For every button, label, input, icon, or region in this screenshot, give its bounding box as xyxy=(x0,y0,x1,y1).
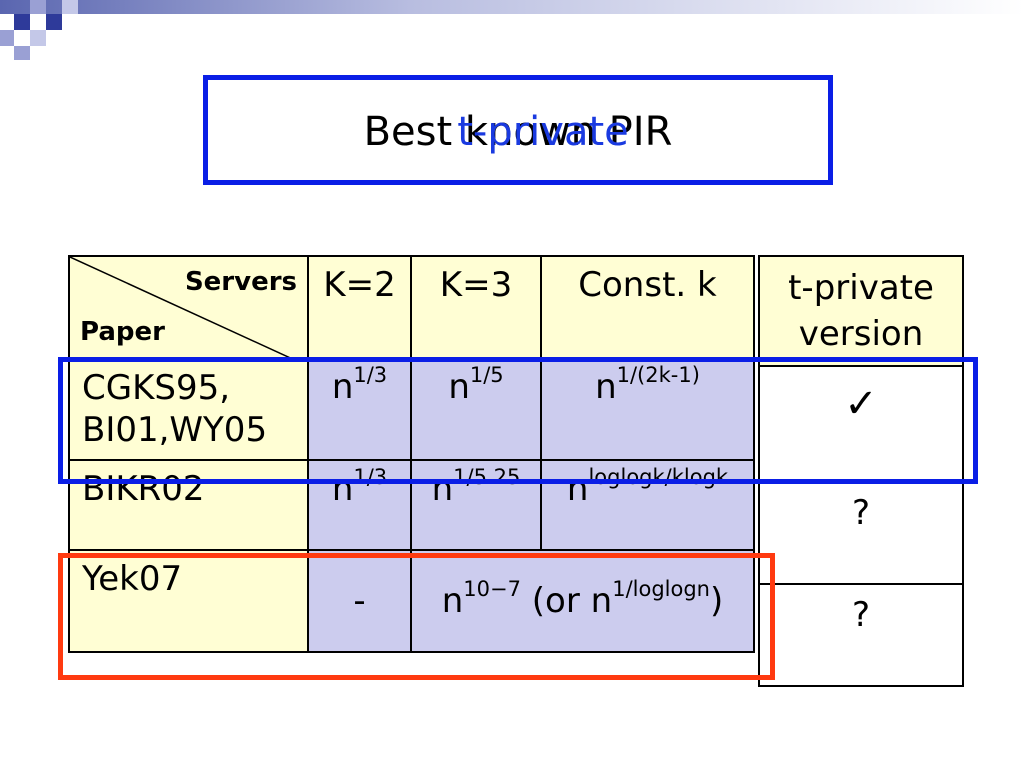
slide-title-overlay: t-private xyxy=(457,109,629,155)
value-base: n xyxy=(331,469,354,509)
table-row: ? xyxy=(758,481,964,585)
const-k-cell: n1/(2k-1) xyxy=(540,357,755,461)
value-exponent: 1/5 xyxy=(469,362,504,387)
const-k-cell: nloglogk/klogk xyxy=(540,459,755,551)
diagonal-header-cell: Servers Paper xyxy=(68,255,309,359)
header-k3: K=3 xyxy=(410,255,542,359)
value-base: n xyxy=(441,581,464,621)
value-exponent: 10−7 xyxy=(463,576,521,601)
table-row: CGKS95, BI01,WY05 n1/3 n1/5 n1/(2k-1) xyxy=(68,357,755,461)
value-exponent: loglogk/klogk xyxy=(588,464,729,489)
diagonal-line xyxy=(70,257,295,359)
merged-k3-constk-cell: n10−7 (or n1/loglogn) xyxy=(410,549,755,653)
deco-square xyxy=(30,0,46,14)
header-const-k: Const. k xyxy=(540,255,755,359)
table-row: BIKR02 n1/3 n1/5.25 nloglogk/klogk xyxy=(68,459,755,551)
k3-cell: n1/5.25 xyxy=(410,459,542,551)
paper-cell: BIKR02 xyxy=(68,459,309,551)
header-k2: K=2 xyxy=(307,255,412,359)
k2-cell: n1/3 xyxy=(307,357,412,461)
paper-cell: Yek07 xyxy=(68,549,309,653)
table-row: ? xyxy=(758,583,964,687)
deco-square xyxy=(0,30,14,46)
paper-label: Paper xyxy=(80,317,165,347)
deco-square xyxy=(62,0,78,14)
table-header-row: t-private version xyxy=(758,255,964,367)
value-close-paren: ) xyxy=(709,581,724,621)
value-exponent: 1/loglogn xyxy=(612,576,710,601)
slide-title: Best known PIR xyxy=(363,109,673,155)
deco-square xyxy=(14,14,30,30)
servers-label: Servers xyxy=(184,267,297,297)
title-frame: Best known PIR t-private xyxy=(203,75,833,185)
value-exponent: 1/3 xyxy=(353,464,388,489)
table-row: ✓ xyxy=(758,365,964,483)
value-exponent: 1/5.25 xyxy=(453,464,521,489)
table-row: Yek07 - n10−7 (or n1/loglogn) xyxy=(68,549,755,653)
top-gradient-bar xyxy=(0,0,1024,14)
value-exponent: 1/3 xyxy=(353,362,388,387)
value-alt-text: (or n xyxy=(520,581,613,621)
value-base: n xyxy=(431,469,454,509)
header-t-private: t-private version xyxy=(758,255,964,367)
k2-cell: - xyxy=(307,549,412,653)
k2-cell: n1/3 xyxy=(307,459,412,551)
value-base: n xyxy=(566,469,589,509)
t-private-table: t-private version ✓ ? ? xyxy=(758,255,964,687)
t-private-check-cell: ✓ xyxy=(758,365,964,483)
pir-comparison-table: Servers Paper K=2 K=3 Const. k CGKS95, B… xyxy=(68,255,755,653)
value-base: n xyxy=(448,367,470,407)
k3-cell: n1/5 xyxy=(410,357,542,461)
paper-cell: CGKS95, BI01,WY05 xyxy=(68,357,309,461)
t-private-unknown-cell: ? xyxy=(758,481,964,585)
value-base: n xyxy=(331,367,354,407)
t-private-unknown-cell: ? xyxy=(758,583,964,687)
deco-square xyxy=(46,14,62,30)
table-header-row: Servers Paper K=2 K=3 Const. k xyxy=(68,255,755,359)
deco-square xyxy=(30,30,46,46)
deco-square xyxy=(14,46,30,60)
value-base: n xyxy=(595,367,617,407)
value-exponent: 1/(2k-1) xyxy=(616,362,700,387)
